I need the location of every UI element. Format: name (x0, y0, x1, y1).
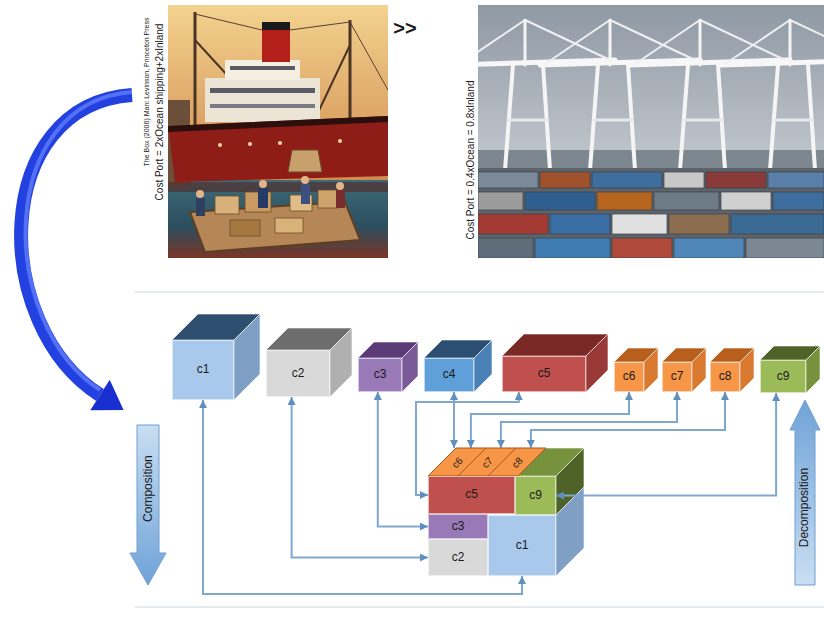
container-box: c8 (710, 362, 740, 392)
box-label: c3 (452, 520, 465, 533)
composition-arrow: Composition (130, 425, 166, 585)
container-box: c9 (760, 360, 806, 393)
container-box: c3 (358, 358, 402, 392)
composite-piece: c9 (515, 476, 556, 515)
box-label: c8 (719, 370, 732, 383)
connector (471, 392, 629, 448)
container-box: c2 (266, 350, 330, 397)
curved-arrow (21, 92, 132, 410)
separator-line (135, 606, 824, 608)
box-label: c9 (777, 370, 790, 383)
composite-piece: c3 (428, 514, 488, 539)
connector (453, 392, 455, 448)
box-label: c2 (452, 551, 465, 564)
connector (378, 392, 428, 527)
composite-box: c6c7c8c5c9c3c2c1 (428, 448, 584, 576)
ship-painting (168, 5, 388, 258)
container-faces (172, 314, 820, 576)
up-outline (790, 400, 820, 585)
cost-note: Cost Port = 2xOcean shipping+2xInland (154, 24, 165, 201)
composite-piece: c5 (428, 476, 515, 514)
connector (501, 392, 677, 448)
para-outline (488, 448, 546, 476)
box-label: Decomposition (798, 468, 811, 547)
box-label: c1 (516, 539, 529, 552)
container-box: c5 (502, 356, 586, 392)
connector (203, 400, 522, 594)
photo-credit: The Box (2006) Marc Levinson, Princeton … (143, 17, 151, 166)
container-box: c1 (172, 340, 234, 400)
box-label: c9 (529, 489, 542, 502)
cost-note: Cost Port = 0.4xOcean = 0.8xInland (465, 81, 476, 240)
comparison-sign: >> (393, 17, 416, 39)
box-label: c2 (292, 367, 305, 380)
down-outline (130, 425, 166, 585)
box-label: c5 (538, 367, 551, 380)
connector (531, 392, 725, 448)
box-label: c3 (374, 368, 387, 381)
composite-piece: c8 (488, 448, 546, 476)
container-box: c4 (424, 358, 474, 392)
box-label: c7 (671, 370, 684, 383)
container-box: c7 (662, 362, 692, 392)
composite-piece: c2 (428, 539, 488, 576)
port-photo (478, 5, 824, 258)
connector (292, 397, 428, 558)
box-label: c1 (197, 363, 210, 376)
box-label: c4 (443, 368, 456, 381)
connector (556, 393, 776, 496)
box-label: Composition (141, 456, 154, 523)
composite-piece: c1 (488, 515, 556, 576)
box-label: c6 (623, 370, 636, 383)
container-box: c6 (614, 362, 644, 392)
decomposition-arrow: Decomposition (790, 400, 820, 585)
separator-line (135, 291, 824, 293)
box-label: c5 (465, 488, 478, 501)
